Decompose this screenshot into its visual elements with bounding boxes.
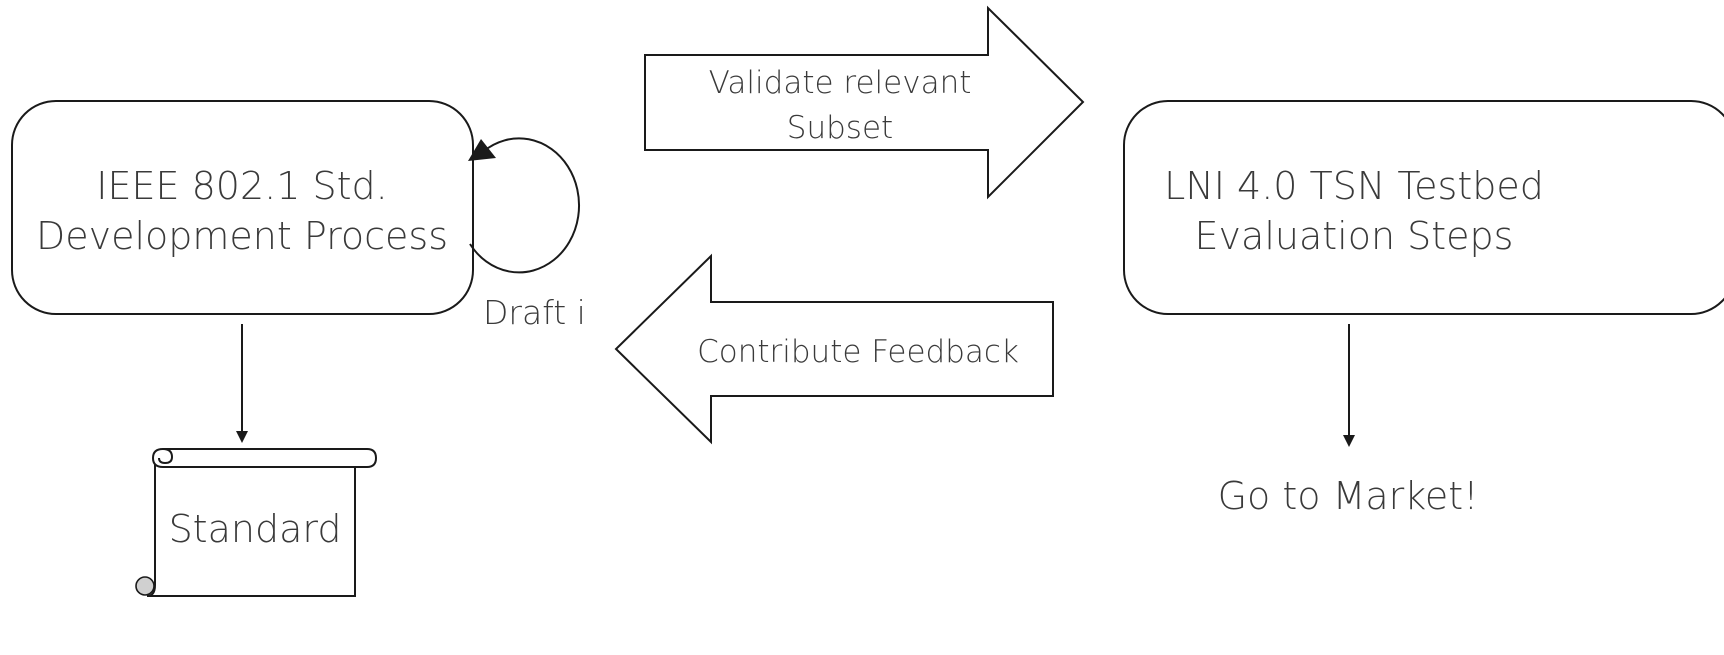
testbed-node: LNI 4.0 TSN Testbed Evaluation Steps xyxy=(1123,100,1724,315)
standard-scroll-top-curl xyxy=(158,448,174,465)
draft-loop-arc xyxy=(469,137,581,274)
draft-loop-label: Draft i xyxy=(483,293,586,332)
standard-scroll-body xyxy=(146,458,356,597)
validate-arrow: Validate relevant Subset xyxy=(644,5,1085,200)
testbed-to-market-arrow xyxy=(1343,324,1355,447)
testbed-subtitle: Evaluation Steps xyxy=(1195,214,1514,258)
ieee-to-standard-arrow xyxy=(236,324,248,443)
testbed-box xyxy=(1123,100,1724,315)
ieee-to-standard-arrowhead xyxy=(236,431,248,443)
testbed-title: LNI 4.0 TSN Testbed xyxy=(1164,164,1544,208)
validate-arrow-label-line1: Validate relevant xyxy=(709,65,972,101)
standard-scroll-bottom-curl xyxy=(135,576,155,596)
ieee-process-box xyxy=(11,100,474,315)
ieee-process-node: IEEE 802.1 Std. Development Process xyxy=(11,100,474,315)
feedback-arrow-label: Contribute Feedback xyxy=(697,334,1019,370)
ieee-process-title: IEEE 802.1 Std. xyxy=(96,164,387,208)
feedback-arrow-shape xyxy=(614,253,1054,445)
standard-scroll-top-roll xyxy=(151,448,378,468)
ieee-process-subtitle: Development Process xyxy=(36,214,448,258)
standard-label: Standard xyxy=(169,507,342,551)
standard-document: Standard xyxy=(135,448,378,597)
validate-arrow-label-line2: Subset xyxy=(787,110,893,146)
validate-arrow-shape xyxy=(644,5,1085,200)
draft-loop-arrowhead xyxy=(468,139,496,161)
go-to-market-label: Go to Market! xyxy=(1218,474,1479,518)
draft-loop: Draft i xyxy=(468,137,586,332)
feedback-arrow: Contribute Feedback xyxy=(614,253,1054,445)
testbed-to-market-arrowhead xyxy=(1343,435,1355,447)
